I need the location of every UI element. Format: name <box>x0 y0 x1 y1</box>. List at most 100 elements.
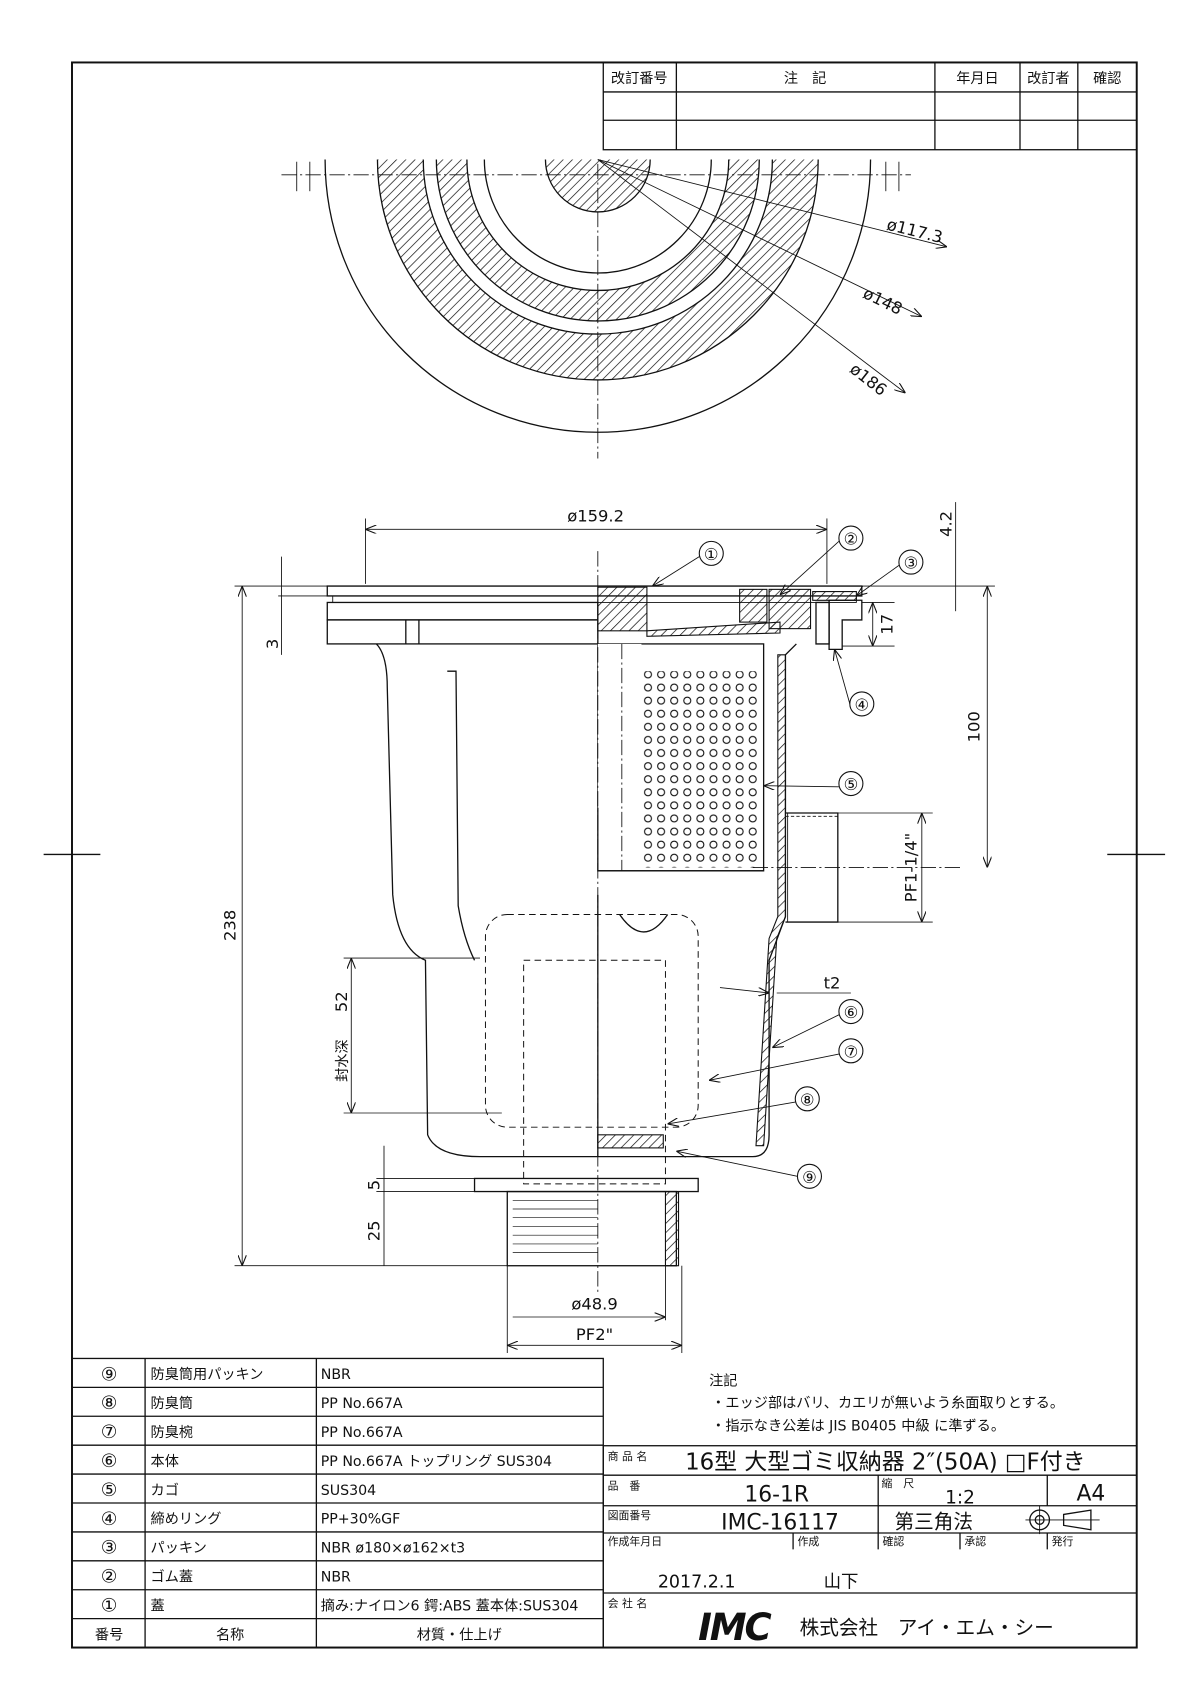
part-name: 蓋 <box>151 1598 165 1614</box>
part-number: ④ <box>101 1509 118 1530</box>
header-material: 材質・仕上げ <box>417 1626 502 1643</box>
side-view: ø159.2 238 3 4.2 17 100 PF1-1/4" t2 52 封… <box>221 502 995 1353</box>
dim-top-148: ø148 <box>860 284 905 319</box>
balloon-3: ③ <box>856 549 924 596</box>
balloon-label: ② <box>844 530 859 549</box>
part-material: PP+30%GF <box>321 1512 401 1528</box>
dim-total-height: 238 <box>221 910 240 941</box>
balloon-5: ⑤ <box>764 771 864 797</box>
dim-top-117: ø117.3 <box>885 215 945 247</box>
rev-header-reviser: 改訂者 <box>1027 71 1070 87</box>
parts-table: ⑨ 防臭筒用パッキン NBR ⑧ 防臭筒 PP No.667A ⑦ 防臭椀 PP No.667A… <box>71 1357 604 1649</box>
company-name: 株式会社 アイ・エム・シー <box>800 1616 1054 1639</box>
part-number: ⑤ <box>101 1480 118 1501</box>
part-number: ② <box>101 1567 118 1588</box>
header-name: 名称 <box>216 1627 244 1643</box>
note-line-2: ・指示なき公差は JIS B0405 中級 に準ずる。 <box>711 1418 1005 1434</box>
part-number: ⑨ <box>101 1364 118 1385</box>
balloon-1: ① <box>652 540 724 586</box>
balloon-label: ⑦ <box>844 1042 859 1061</box>
rev-header-number: 改訂番号 <box>611 71 668 87</box>
seal-depth-label: 封水深 <box>335 1039 351 1082</box>
part-number: ⑥ <box>101 1451 118 1472</box>
dim-top-gap: 4.2 <box>936 511 955 537</box>
part-number: ⑧ <box>101 1393 118 1414</box>
part-number: ⑦ <box>101 1422 118 1443</box>
dim-thread: 25 <box>365 1220 384 1241</box>
parts-row: ⑧ 防臭筒 PP No.667A <box>101 1393 403 1414</box>
part-material: NBR <box>321 1367 351 1383</box>
balloon-2: ② <box>780 525 864 595</box>
paper-size: A4 <box>1077 1481 1106 1506</box>
part-name: 締めリング <box>151 1511 222 1528</box>
part-number: ① <box>101 1596 118 1617</box>
part-material: 摘み:ナイロン6 鍔:ABS 蓋本体:SUS304 <box>321 1597 579 1614</box>
part-material: PP No.667A トップリング SUS304 <box>321 1454 552 1470</box>
product-name: 16型 大型ゴミ収納器 2″(50A) □F付き <box>685 1450 1085 1476</box>
balloon-label: ⑤ <box>844 775 859 794</box>
balloon-label: ⑥ <box>844 1003 859 1022</box>
dim-top-diameter: ø159.2 <box>567 507 624 526</box>
part-name: カゴ <box>151 1482 179 1499</box>
header-number: 番号 <box>95 1627 123 1643</box>
parts-row: ② ゴム蓋 NBR <box>101 1567 351 1588</box>
parts-row: ⑤ カゴ SUS304 <box>101 1480 376 1501</box>
part-name: 防臭筒 <box>151 1395 194 1412</box>
rev-header-note: 注 記 <box>784 70 827 87</box>
dim-outlet-diameter: ø48.9 <box>571 1294 617 1313</box>
dim-seal-depth: 52 <box>332 991 351 1012</box>
part-material: PP No.667A <box>321 1425 403 1441</box>
balloon-9: ⑨ <box>676 1151 822 1189</box>
drawing-no-label: 図面番号 <box>608 1509 652 1522</box>
note-line-1: ・エッジ部はバリ、カエリが無いよう糸面取りとする。 <box>711 1396 1064 1412</box>
balloon-label: ⑧ <box>800 1090 815 1109</box>
part-material: SUS304 <box>321 1483 376 1499</box>
rev-header-date: 年月日 <box>956 71 999 87</box>
dim-top-186: ø186 <box>846 359 890 399</box>
part-name: 防臭椀 <box>151 1425 194 1441</box>
company-logo: IMC <box>698 1606 771 1649</box>
parts-row: ⑥ 本体 PP No.667A トップリング SUS304 <box>101 1451 552 1472</box>
dim-side-outlet: PF1-1/4" <box>901 833 920 902</box>
scale: 1:2 <box>945 1488 975 1509</box>
parts-row: ⑨ 防臭筒用パッキン NBR <box>101 1364 351 1385</box>
balloon-label: ③ <box>904 554 919 573</box>
title-block: 商 品 名 16型 大型ゴミ収納器 2″(50A) □F付き 品 番 16-1R… <box>602 1445 1138 1649</box>
balloon-7: ⑦ <box>709 1038 864 1080</box>
part-name: 防臭筒用パッキン <box>151 1366 264 1383</box>
created-by-label: 作成 <box>797 1535 819 1548</box>
rev-header-check: 確認 <box>1093 71 1121 87</box>
part-material: NBR <box>321 1570 351 1586</box>
product-name-label: 商 品 名 <box>608 1449 648 1463</box>
company-label: 会 社 名 <box>608 1596 648 1610</box>
part-name: パッキン <box>151 1541 207 1557</box>
issued-label: 発行 <box>1052 1534 1074 1548</box>
scale-label: 縮 尺 <box>881 1476 914 1490</box>
part-material: PP No.667A <box>321 1396 403 1412</box>
dim-outlet-height: 100 <box>965 711 984 742</box>
balloon-label: ① <box>704 545 719 564</box>
created-by: 山下 <box>824 1573 859 1593</box>
checked-label: 確認 <box>883 1534 905 1548</box>
parts-row: ① 蓋 摘み:ナイロン6 鍔:ABS 蓋本体:SUS304 <box>101 1596 579 1617</box>
notes: 注記 ・エッジ部はバリ、カエリが無いよう糸面取りとする。 ・指示なき公差は JI… <box>709 1373 1064 1435</box>
parts-row: ⑦ 防臭椀 PP No.667A <box>101 1422 403 1443</box>
notes-title: 注記 <box>709 1373 737 1390</box>
part-name: 本体 <box>151 1454 179 1470</box>
dim-nut: 5 <box>365 1180 384 1190</box>
balloon-4: ④ <box>835 649 875 717</box>
created-date-label: 作成年月日 <box>608 1534 662 1548</box>
revision-table: 改訂番号 注 記 年月日 改訂者 確認 <box>602 61 1138 151</box>
balloon-6: ⑥ <box>772 999 864 1048</box>
projection-method: 第三角法 <box>895 1511 973 1534</box>
part-material: NBR ø180×ø162×t3 <box>321 1541 465 1557</box>
dim-ring: 17 <box>877 614 896 635</box>
part-name: ゴム蓋 <box>151 1569 194 1586</box>
approved-label: 承認 <box>964 1534 986 1548</box>
drawing-no: IMC-16117 <box>721 1511 839 1536</box>
parts-row: ④ 締めリング PP+30%GF <box>101 1509 401 1530</box>
balloon-8: ⑧ <box>668 1086 820 1124</box>
part-no: 16-1R <box>744 1482 809 1507</box>
